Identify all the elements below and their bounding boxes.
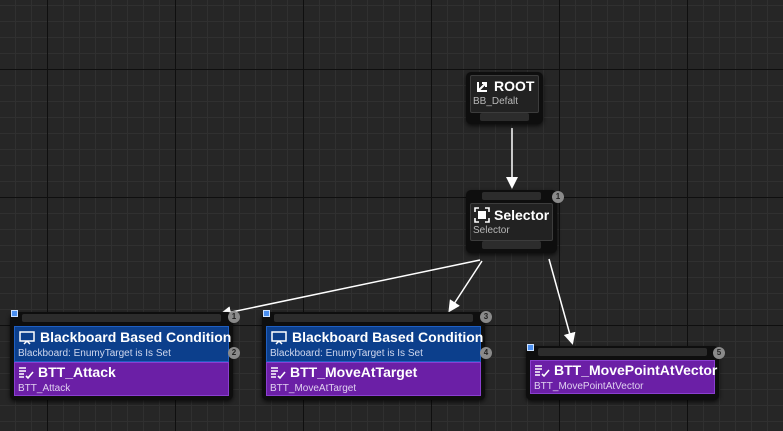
- task-icon: [535, 365, 550, 378]
- moveattarget-composite-node[interactable]: Blackboard Based Condition Blackboard: E…: [262, 310, 492, 400]
- decorator-title: Blackboard Based Condition: [292, 329, 484, 345]
- movepointatvector-node[interactable]: BTT_MovePointAtVector BTT_MovePointAtVec…: [526, 344, 725, 400]
- decorator-index: 4: [480, 347, 492, 359]
- movepointatvector-input-pin[interactable]: [538, 348, 707, 356]
- node-execution-index: 3: [480, 311, 492, 323]
- selector-execution-index: 1: [552, 191, 564, 203]
- root-node-body: [470, 75, 539, 113]
- blackboard-condition-icon: [271, 331, 287, 345]
- task-title: BTT_MoveAtTarget: [290, 364, 418, 380]
- task-btt-movepointatvector[interactable]: BTT_MovePointAtVector BTT_MovePointAtVec…: [530, 360, 718, 394]
- decorator-title: Blackboard Based Condition: [40, 329, 232, 345]
- selector-node-body: [470, 203, 553, 241]
- breakpoint-flag-icon: [263, 310, 270, 317]
- node-execution-index: 5: [713, 347, 725, 359]
- selector-node[interactable]: Selector Selector 1: [466, 190, 564, 253]
- breakpoint-flag-icon: [11, 310, 18, 317]
- attack-composite-node[interactable]: Blackboard Based Condition Blackboard: E…: [10, 310, 240, 400]
- wire-selector-to-attack: [219, 259, 481, 319]
- task-title: BTT_MovePointAtVector: [554, 362, 718, 378]
- selector-output-pin[interactable]: [482, 241, 541, 249]
- selector-title: Selector: [494, 207, 550, 223]
- decorator-blackboard-condition[interactable]: Blackboard Based Condition Blackboard: E…: [14, 326, 232, 362]
- selector-subtitle: Selector: [473, 225, 510, 236]
- decorator-subtitle: Blackboard: EnumyTarget is Is Set: [18, 348, 171, 359]
- root-node[interactable]: ROOT BB_Defalt: [466, 72, 543, 124]
- selector-input-pin[interactable]: [482, 192, 541, 200]
- task-btt-moveattarget[interactable]: BTT_MoveAtTarget BTT_MoveAtTarget: [266, 362, 481, 396]
- selector-icon: [474, 207, 490, 223]
- decorator-index: 2: [228, 347, 240, 359]
- decorator-blackboard-condition[interactable]: Blackboard Based Condition Blackboard: E…: [266, 326, 484, 362]
- moveattarget-input-pin[interactable]: [274, 314, 473, 322]
- root-title: ROOT: [494, 78, 535, 94]
- task-icon: [19, 367, 34, 380]
- task-subtitle: BTT_Attack: [18, 383, 71, 394]
- node-execution-index: 1: [228, 311, 240, 323]
- task-subtitle: BTT_MoveAtTarget: [270, 383, 357, 394]
- task-title: BTT_Attack: [38, 364, 116, 380]
- wire-selector-to-movepoint: [548, 258, 576, 345]
- attack-input-pin[interactable]: [22, 314, 221, 322]
- task-subtitle: BTT_MovePointAtVector: [534, 381, 644, 392]
- decorator-subtitle: Blackboard: EnumyTarget is Is Set: [270, 348, 423, 359]
- root-arrow-icon: [477, 82, 487, 92]
- task-btt-attack[interactable]: BTT_Attack BTT_Attack: [14, 362, 229, 396]
- breakpoint-flag-icon: [527, 344, 534, 351]
- root-output-pin[interactable]: [480, 113, 529, 121]
- root-subtitle: BB_Defalt: [473, 96, 519, 107]
- task-icon: [271, 367, 286, 380]
- wire-selector-to-moveattarget: [448, 260, 483, 313]
- blackboard-condition-icon: [19, 331, 35, 345]
